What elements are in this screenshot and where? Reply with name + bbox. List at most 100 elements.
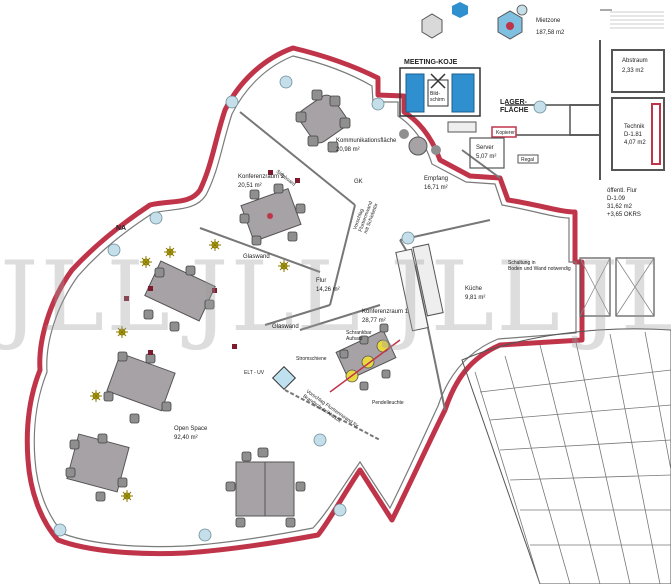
table-center-mark — [267, 213, 273, 219]
meeting-koje — [399, 67, 481, 117]
pendelleuchte-lamp — [361, 355, 375, 369]
pendelleuchte-label: Pendelleuchte — [372, 400, 404, 406]
plant-icon — [198, 528, 212, 542]
open-space-area: 92,40 m² — [174, 435, 198, 441]
stair-hatch — [610, 11, 664, 29]
plant-icon — [149, 211, 163, 225]
desk-cluster-4 — [225, 447, 306, 528]
round-table — [408, 136, 428, 156]
chair-icon — [143, 309, 154, 320]
desk-cluster-3 — [65, 433, 130, 502]
chair-icon — [379, 323, 389, 333]
watermark: JLL — [571, 241, 671, 353]
konferenz2-table-group — [239, 183, 306, 246]
chair-icon — [65, 467, 76, 478]
red-markers — [124, 170, 300, 355]
watermark: JLL — [381, 241, 562, 353]
abstellraum-room — [611, 49, 665, 93]
bildschirm-cross — [430, 73, 446, 89]
lamp-icon — [121, 490, 133, 502]
chair-icon — [241, 451, 252, 462]
technik-red-marker — [651, 103, 661, 165]
chair-icon — [169, 321, 180, 332]
kitchen-block — [395, 248, 429, 332]
lamp-icon — [209, 239, 221, 251]
kopierer-label: Kopierer — [496, 130, 515, 136]
na-label: NA — [116, 225, 126, 232]
chair-icon — [154, 267, 165, 278]
konferenz1-table-group — [329, 323, 401, 393]
lift-cross — [579, 257, 655, 317]
plant-icon — [401, 231, 415, 245]
chair-icon — [69, 439, 80, 450]
vorschlag-flur-label: Vorschlag Flurtrennwand fürBrandschutz/A… — [302, 389, 360, 435]
flur-area: 14,26 m² — [316, 287, 340, 293]
empfang-group — [399, 121, 539, 169]
meeting-koje-frame — [399, 67, 481, 117]
regal-label: Regal — [521, 157, 534, 163]
chair-icon — [307, 135, 319, 147]
chair-icon — [287, 231, 298, 242]
wall-empfang-kueche — [399, 219, 491, 241]
chair-icon — [204, 299, 215, 310]
konferenz2-area: 20,51 m² — [238, 183, 262, 189]
chair-icon — [506, 22, 514, 30]
kueche-group — [395, 243, 444, 332]
chair-icon — [235, 517, 246, 528]
konferenz1-area: 28,77 m² — [362, 318, 386, 324]
server-area: 5,07 m² — [476, 154, 496, 160]
chairs — [295, 89, 351, 153]
chair-icon — [225, 481, 236, 492]
hexagon-icon — [452, 2, 468, 18]
elt-uv-label: ELT - UV — [244, 370, 265, 376]
technik-code: D-1.81 — [624, 132, 643, 138]
glaswand-label-2: Glaswand — [272, 324, 299, 330]
plant-icon — [516, 4, 528, 16]
marker — [148, 350, 153, 355]
chair-icon — [339, 349, 349, 359]
empfang-area: 16,71 m² — [424, 185, 448, 191]
chair-icon — [185, 265, 196, 276]
plant-icon — [313, 433, 327, 447]
server-name: Server — [476, 145, 494, 151]
stool — [399, 129, 409, 139]
top-icons — [421, 2, 528, 40]
chair-icon — [381, 369, 391, 379]
roof-outline — [461, 328, 671, 584]
chair-icon — [117, 351, 128, 362]
vorschlag-label: VorschlagFlurtrennwandmit Schiebetür — [352, 198, 379, 234]
plant-icon — [279, 75, 293, 89]
chair-icon — [327, 141, 339, 153]
wall-kommunikation-konferenz2 — [239, 111, 356, 206]
watermark: JLL — [181, 241, 362, 353]
chair-icon — [295, 111, 307, 123]
lift-box — [579, 257, 611, 317]
chair-icon — [339, 117, 351, 129]
wall-glaswand-lower — [264, 304, 331, 326]
oeffentl-flur-note: +3,65 OKRS — [607, 212, 641, 218]
chair-icon — [249, 189, 260, 200]
lamp-icon — [278, 260, 290, 272]
annex-area — [569, 9, 665, 180]
kommunikation-name: Kommunikationsfläche — [336, 138, 397, 144]
chair-icon — [257, 447, 269, 458]
labels: MEETING-KOJE Bild-schirm LAGER-FLÄCHE Mi… — [116, 18, 648, 441]
chair-icon — [239, 213, 250, 224]
marker — [268, 170, 273, 175]
stromschiene-line — [329, 339, 401, 393]
technik-name: Technik — [624, 124, 645, 130]
marker — [124, 296, 129, 301]
glaswand-label-1: Glaswand — [243, 254, 270, 260]
interior-walls — [199, 104, 600, 441]
chair-icon — [295, 481, 306, 492]
wall-flur-east — [329, 204, 356, 306]
kitchen-counter — [412, 243, 444, 317]
chair-icon — [95, 491, 106, 502]
plant-icon — [533, 100, 547, 114]
reception-desk — [447, 121, 477, 133]
desk-cluster-1 — [143, 260, 216, 332]
plant-icon — [225, 95, 239, 109]
